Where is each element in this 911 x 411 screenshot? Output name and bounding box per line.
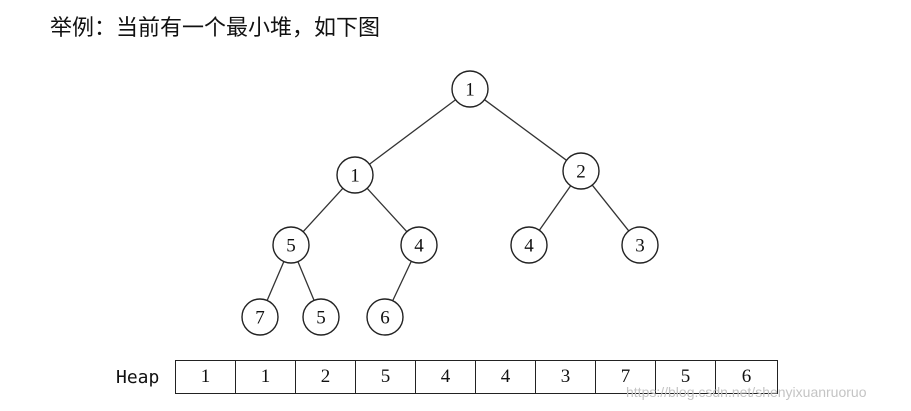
tree-node-label: 4 xyxy=(414,236,424,257)
tree-edge xyxy=(392,260,412,302)
tree-node: 1 xyxy=(451,70,489,108)
tree-node-circle xyxy=(451,70,489,108)
tree-node: 1 xyxy=(336,156,374,194)
tree-node-label: 5 xyxy=(316,308,326,329)
tree-node-circle xyxy=(562,152,600,190)
watermark: https://blog.csdn.net/shenyixuanruoruo xyxy=(626,384,867,400)
tree-node-circle xyxy=(241,298,279,336)
tree-node-label: 5 xyxy=(286,236,296,257)
tree-edge xyxy=(366,187,408,233)
tree-node-circle xyxy=(302,298,340,336)
tree-node-circle xyxy=(400,226,438,264)
tree-node: 2 xyxy=(562,152,600,190)
tree-node-label: 1 xyxy=(465,80,475,101)
tree-edge xyxy=(484,99,567,161)
tree-node-label: 3 xyxy=(635,236,645,257)
tree-node-circle xyxy=(621,226,659,264)
heap-cell: 4 xyxy=(416,361,476,393)
tree-node-label: 6 xyxy=(380,308,390,329)
heap-cell: 1 xyxy=(176,361,236,393)
tree-edge xyxy=(538,185,572,231)
tree-node: 5 xyxy=(272,226,310,264)
tree-edge xyxy=(369,99,456,165)
heap-array-label: Heap xyxy=(116,367,160,388)
tree-node: 5 xyxy=(302,298,340,336)
heap-cell: 6 xyxy=(741,366,752,387)
caption: 举例：当前有一个最小堆，如下图 xyxy=(50,16,381,41)
tree-node-label: 2 xyxy=(576,162,586,183)
tree-node-circle xyxy=(336,156,374,194)
tree-node-label: 7 xyxy=(255,308,265,329)
heap-cell: 3 xyxy=(536,361,596,393)
tree-node-circle xyxy=(366,298,404,336)
heap-cell: 7 xyxy=(596,361,656,393)
tree-node-circle xyxy=(272,226,310,264)
tree-nodes: 1 1 2 5 4 4 3 7 5 6 xyxy=(241,70,659,336)
tree-node: 4 xyxy=(400,226,438,264)
heap-cell: 4 xyxy=(476,361,536,393)
tree-node: 7 xyxy=(241,298,279,336)
tree-edge xyxy=(266,261,285,301)
tree-edges xyxy=(266,99,630,302)
tree-node: 4 xyxy=(510,226,548,264)
heap-cell: 5 xyxy=(356,361,416,393)
tree-edge xyxy=(591,184,630,232)
tree-node-circle xyxy=(510,226,548,264)
tree-node-label: 4 xyxy=(524,236,534,257)
tree-edge xyxy=(297,261,315,301)
tree-node: 6 xyxy=(366,298,404,336)
tree-node: 3 xyxy=(621,226,659,264)
heap-cell: 5 xyxy=(656,361,716,393)
heap-tree-diagram: 1 1 2 5 4 4 3 7 5 6 xyxy=(241,70,659,336)
heap-cell: 2 xyxy=(296,361,356,393)
tree-edge xyxy=(302,187,344,233)
tree-node-label: 1 xyxy=(350,166,360,187)
heap-cell: 1 xyxy=(236,361,296,393)
